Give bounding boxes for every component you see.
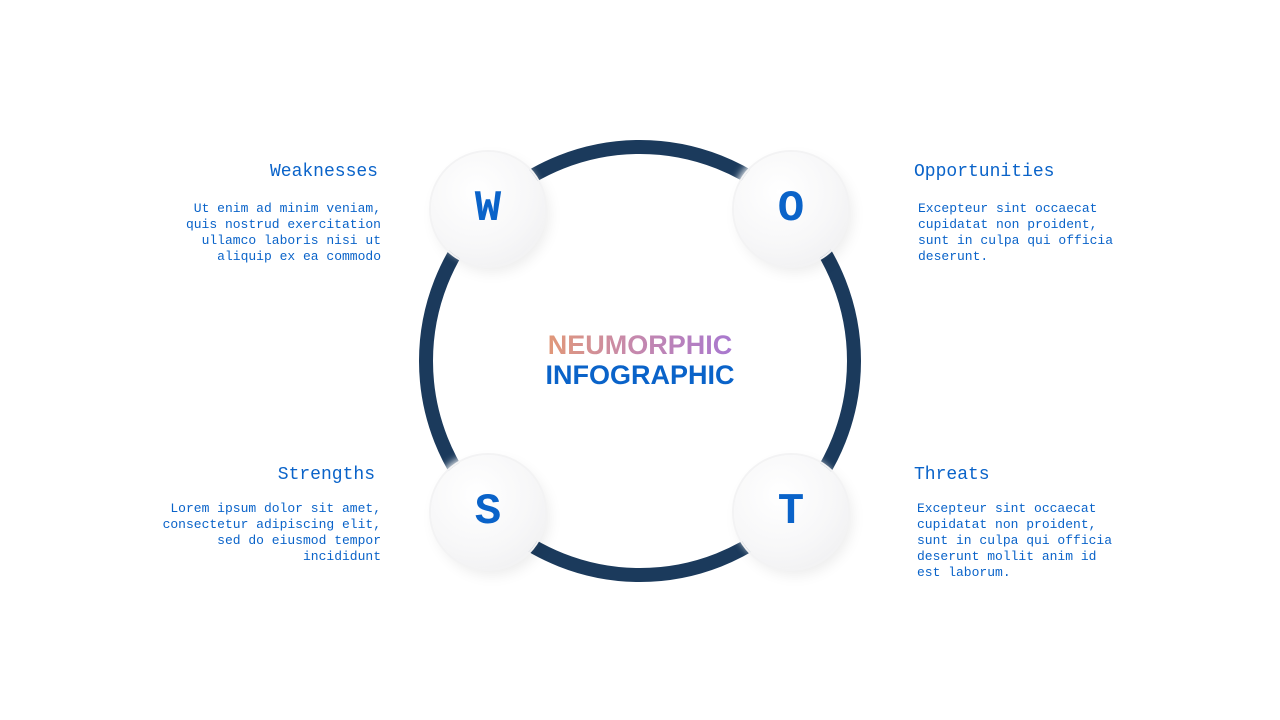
opportunities-heading: Opportunities <box>914 162 1055 182</box>
threats-node: T <box>734 455 848 569</box>
threats-heading: Threats <box>914 465 990 485</box>
weaknesses-heading: Weaknesses <box>269 162 378 182</box>
threats-letter: T <box>777 487 805 537</box>
strengths-description: Lorem ipsum dolor sit amet, consectetur … <box>162 501 381 564</box>
weaknesses-description: Ut enim ad minim veniam, quis nostrud ex… <box>185 201 381 264</box>
opportunities-letter: O <box>777 184 805 234</box>
opportunities-description: Excepteur sint occaecat cupidatat non pr… <box>918 201 1114 264</box>
weaknesses-letter: W <box>474 184 502 234</box>
opportunities-node: O <box>734 152 848 266</box>
center-title-line2: INFOGRAPHIC <box>545 360 735 390</box>
threats-description: Excepteur sint occaecat cupidatat non pr… <box>917 501 1113 580</box>
center-title-line1: NEUMORPHIC <box>500 330 780 360</box>
strengths-heading: Strengths <box>277 465 375 485</box>
strengths-letter: S <box>474 487 502 537</box>
strengths-node: S <box>431 455 545 569</box>
weaknesses-node: W <box>431 152 545 266</box>
